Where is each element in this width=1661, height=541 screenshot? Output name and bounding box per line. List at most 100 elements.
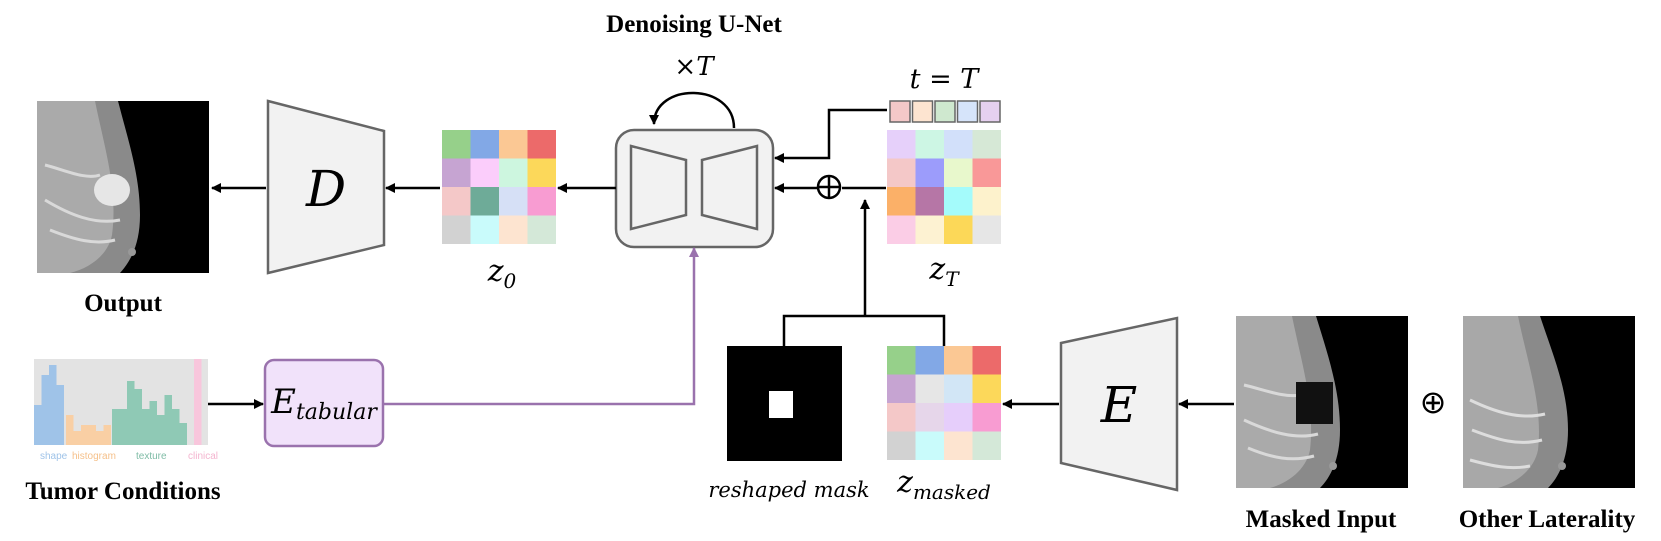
z0-cell — [470, 130, 499, 159]
histogram-bar — [194, 359, 202, 445]
zmasked-cell — [972, 403, 1001, 432]
arrow-tabular-to-unet — [383, 247, 699, 406]
other-laterality-mammogram-image — [1463, 316, 1635, 488]
z0-cell — [499, 130, 528, 159]
histogram-bar — [41, 375, 49, 445]
zT-cell — [972, 215, 1001, 244]
histogram-bar — [88, 425, 96, 445]
unet-encoder-half — [629, 144, 688, 231]
zT-cell — [915, 158, 944, 187]
z0-cell — [470, 158, 499, 187]
histogram-bar — [112, 409, 120, 445]
histogram-bar — [96, 431, 104, 445]
z0-cell — [442, 215, 471, 244]
tabular-encoder-subscript: tabular — [296, 400, 378, 425]
loop-arrow — [649, 91, 736, 129]
zT-cell — [915, 130, 944, 159]
histogram-bar — [66, 415, 74, 445]
output-label: Output — [84, 290, 162, 317]
tabular-encoder-label: Etabular — [270, 382, 378, 425]
zT-cell — [972, 187, 1001, 216]
zT-cell — [972, 158, 1001, 187]
histogram-bar — [103, 425, 111, 445]
z0-cell — [470, 215, 499, 244]
z0-cell — [442, 130, 471, 159]
histogram-label-shape: shape — [40, 451, 68, 462]
tumor-conditions-histogram — [34, 359, 208, 445]
z0-cell — [527, 187, 556, 216]
zT-cell — [944, 158, 973, 187]
zT-cell — [887, 130, 916, 159]
zmasked-cell — [915, 374, 944, 403]
zmasked-cell — [887, 374, 916, 403]
timestep-cell — [911, 100, 934, 123]
histogram-bar — [157, 415, 165, 445]
histogram-bar — [49, 365, 57, 445]
zmasked-cell — [972, 431, 1001, 460]
histogram-bar — [56, 385, 64, 445]
decoder-symbol: D — [305, 160, 346, 218]
decoder-block: D — [266, 99, 386, 275]
unet-block — [614, 128, 775, 249]
histogram-bar — [179, 423, 187, 445]
unet-decoder-half — [700, 144, 759, 231]
histogram-bar — [134, 389, 142, 445]
histogram-label-histogram: histogram — [72, 451, 116, 462]
z0-cell — [442, 187, 471, 216]
z0-cell — [470, 187, 499, 216]
encoder-symbol: E — [1100, 376, 1138, 434]
latent-grid-zmasked — [887, 346, 1001, 460]
output-mammogram-image — [37, 101, 209, 273]
histogram-bar — [149, 401, 157, 445]
z0-cell — [527, 130, 556, 159]
zmasked-cell — [944, 403, 973, 432]
concat-operator-icon — [816, 174, 842, 200]
z0-cell — [527, 215, 556, 244]
concat-symbol-images: ⊕ — [1420, 383, 1447, 421]
bracket-mask-and-zmasked — [782, 314, 946, 346]
masked-input-mammogram-image — [1236, 316, 1408, 488]
zT-cell — [887, 187, 916, 216]
tumor-conditions-label: Tumor Conditions — [25, 478, 220, 505]
loop-count-label: ×T — [674, 52, 715, 82]
reshaped-mask-image — [727, 346, 842, 461]
masked-input-label: Masked Input — [1246, 506, 1397, 533]
latent-grid-z0 — [442, 130, 556, 244]
zT-cell — [887, 215, 916, 244]
zmasked-cell — [972, 346, 1001, 375]
zmasked-cell — [944, 374, 973, 403]
histogram-bar — [172, 409, 180, 445]
histogram-bar — [119, 409, 127, 445]
timestep-label: t = T — [910, 64, 981, 95]
other-laterality-label: Other Laterality — [1459, 506, 1636, 533]
zT-cell — [915, 187, 944, 216]
latent-zmasked-label: zmasked — [896, 465, 991, 504]
z0-cell — [499, 215, 528, 244]
zmasked-cell — [915, 346, 944, 375]
histogram-bar — [73, 431, 81, 445]
z0-cell — [442, 158, 471, 187]
timestep-cell — [979, 100, 1001, 123]
zmasked-cell — [887, 403, 916, 432]
zmasked-cell — [887, 431, 916, 460]
zmasked-cell — [915, 403, 944, 432]
histogram-bar — [34, 405, 42, 445]
latent-grid-zT — [887, 130, 1001, 244]
latent-zT-label: zT — [928, 252, 960, 291]
unet-title: Denoising U-Net — [606, 11, 782, 38]
zmasked-cell — [972, 374, 1001, 403]
histogram-bar — [164, 395, 172, 445]
zmasked-cell — [944, 431, 973, 460]
arrow-timestep-to-unet — [774, 108, 887, 163]
timestep-embedding-bar — [889, 100, 1001, 123]
reshaped-mask-label: reshaped mask — [708, 478, 869, 502]
timestep-cell — [934, 100, 956, 123]
histogram-bar — [81, 425, 89, 445]
zT-cell — [887, 158, 916, 187]
histogram-label-clinical: clinical — [188, 451, 218, 462]
zT-cell — [944, 187, 973, 216]
z0-cell — [527, 158, 556, 187]
zT-cell — [944, 130, 973, 159]
histogram-label-texture: texture — [136, 451, 167, 462]
